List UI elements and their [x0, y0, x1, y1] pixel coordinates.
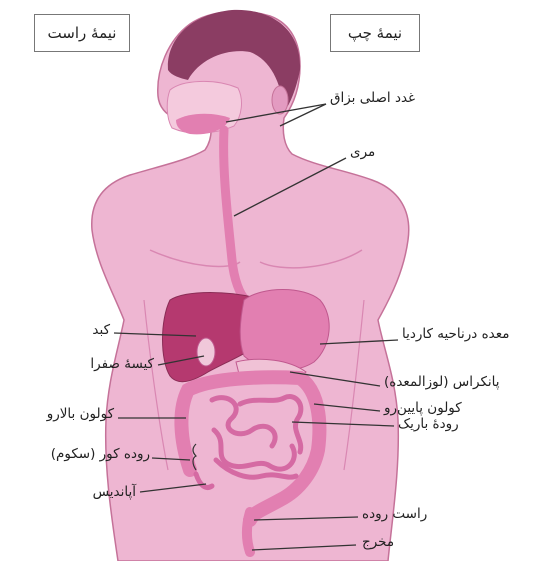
label-pancreas: پانکراس (لوزالمعده) [384, 374, 500, 390]
rectum-shape [247, 512, 250, 552]
stomach-shape [240, 290, 329, 370]
label-esophagus: مری [350, 144, 375, 160]
label-ascending-colon: کولون بالارو [14, 406, 114, 422]
label-appendix: آپاندیس [54, 484, 136, 500]
label-rectum: راست روده [362, 506, 427, 522]
label-cecum: روده کور (سکوم) [4, 446, 150, 462]
right-half-box: نیمهٔ راست [34, 14, 130, 52]
label-small-intestine: رودهٔ باریک [398, 416, 459, 432]
left-half-label: نیمهٔ چپ [348, 24, 402, 42]
label-stomach: معده درناحیه کاردیا [402, 326, 510, 342]
label-descending-colon: کولون پایین‌رو [384, 400, 462, 416]
right-half-label: نیمهٔ راست [48, 24, 117, 42]
gallbladder-shape [197, 338, 215, 366]
ear [272, 86, 288, 114]
left-half-box: نیمهٔ چپ [330, 14, 420, 52]
label-salivary-glands: غدد اصلی بزاق [330, 90, 415, 106]
label-liver: کبد [64, 322, 110, 338]
label-anus: مخرج [362, 534, 394, 550]
label-gallbladder: کیسهٔ صفرا [56, 356, 154, 372]
